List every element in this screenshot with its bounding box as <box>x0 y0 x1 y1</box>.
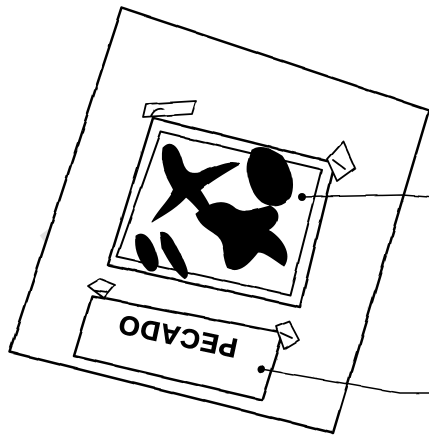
tape-top-left <box>143 101 196 117</box>
